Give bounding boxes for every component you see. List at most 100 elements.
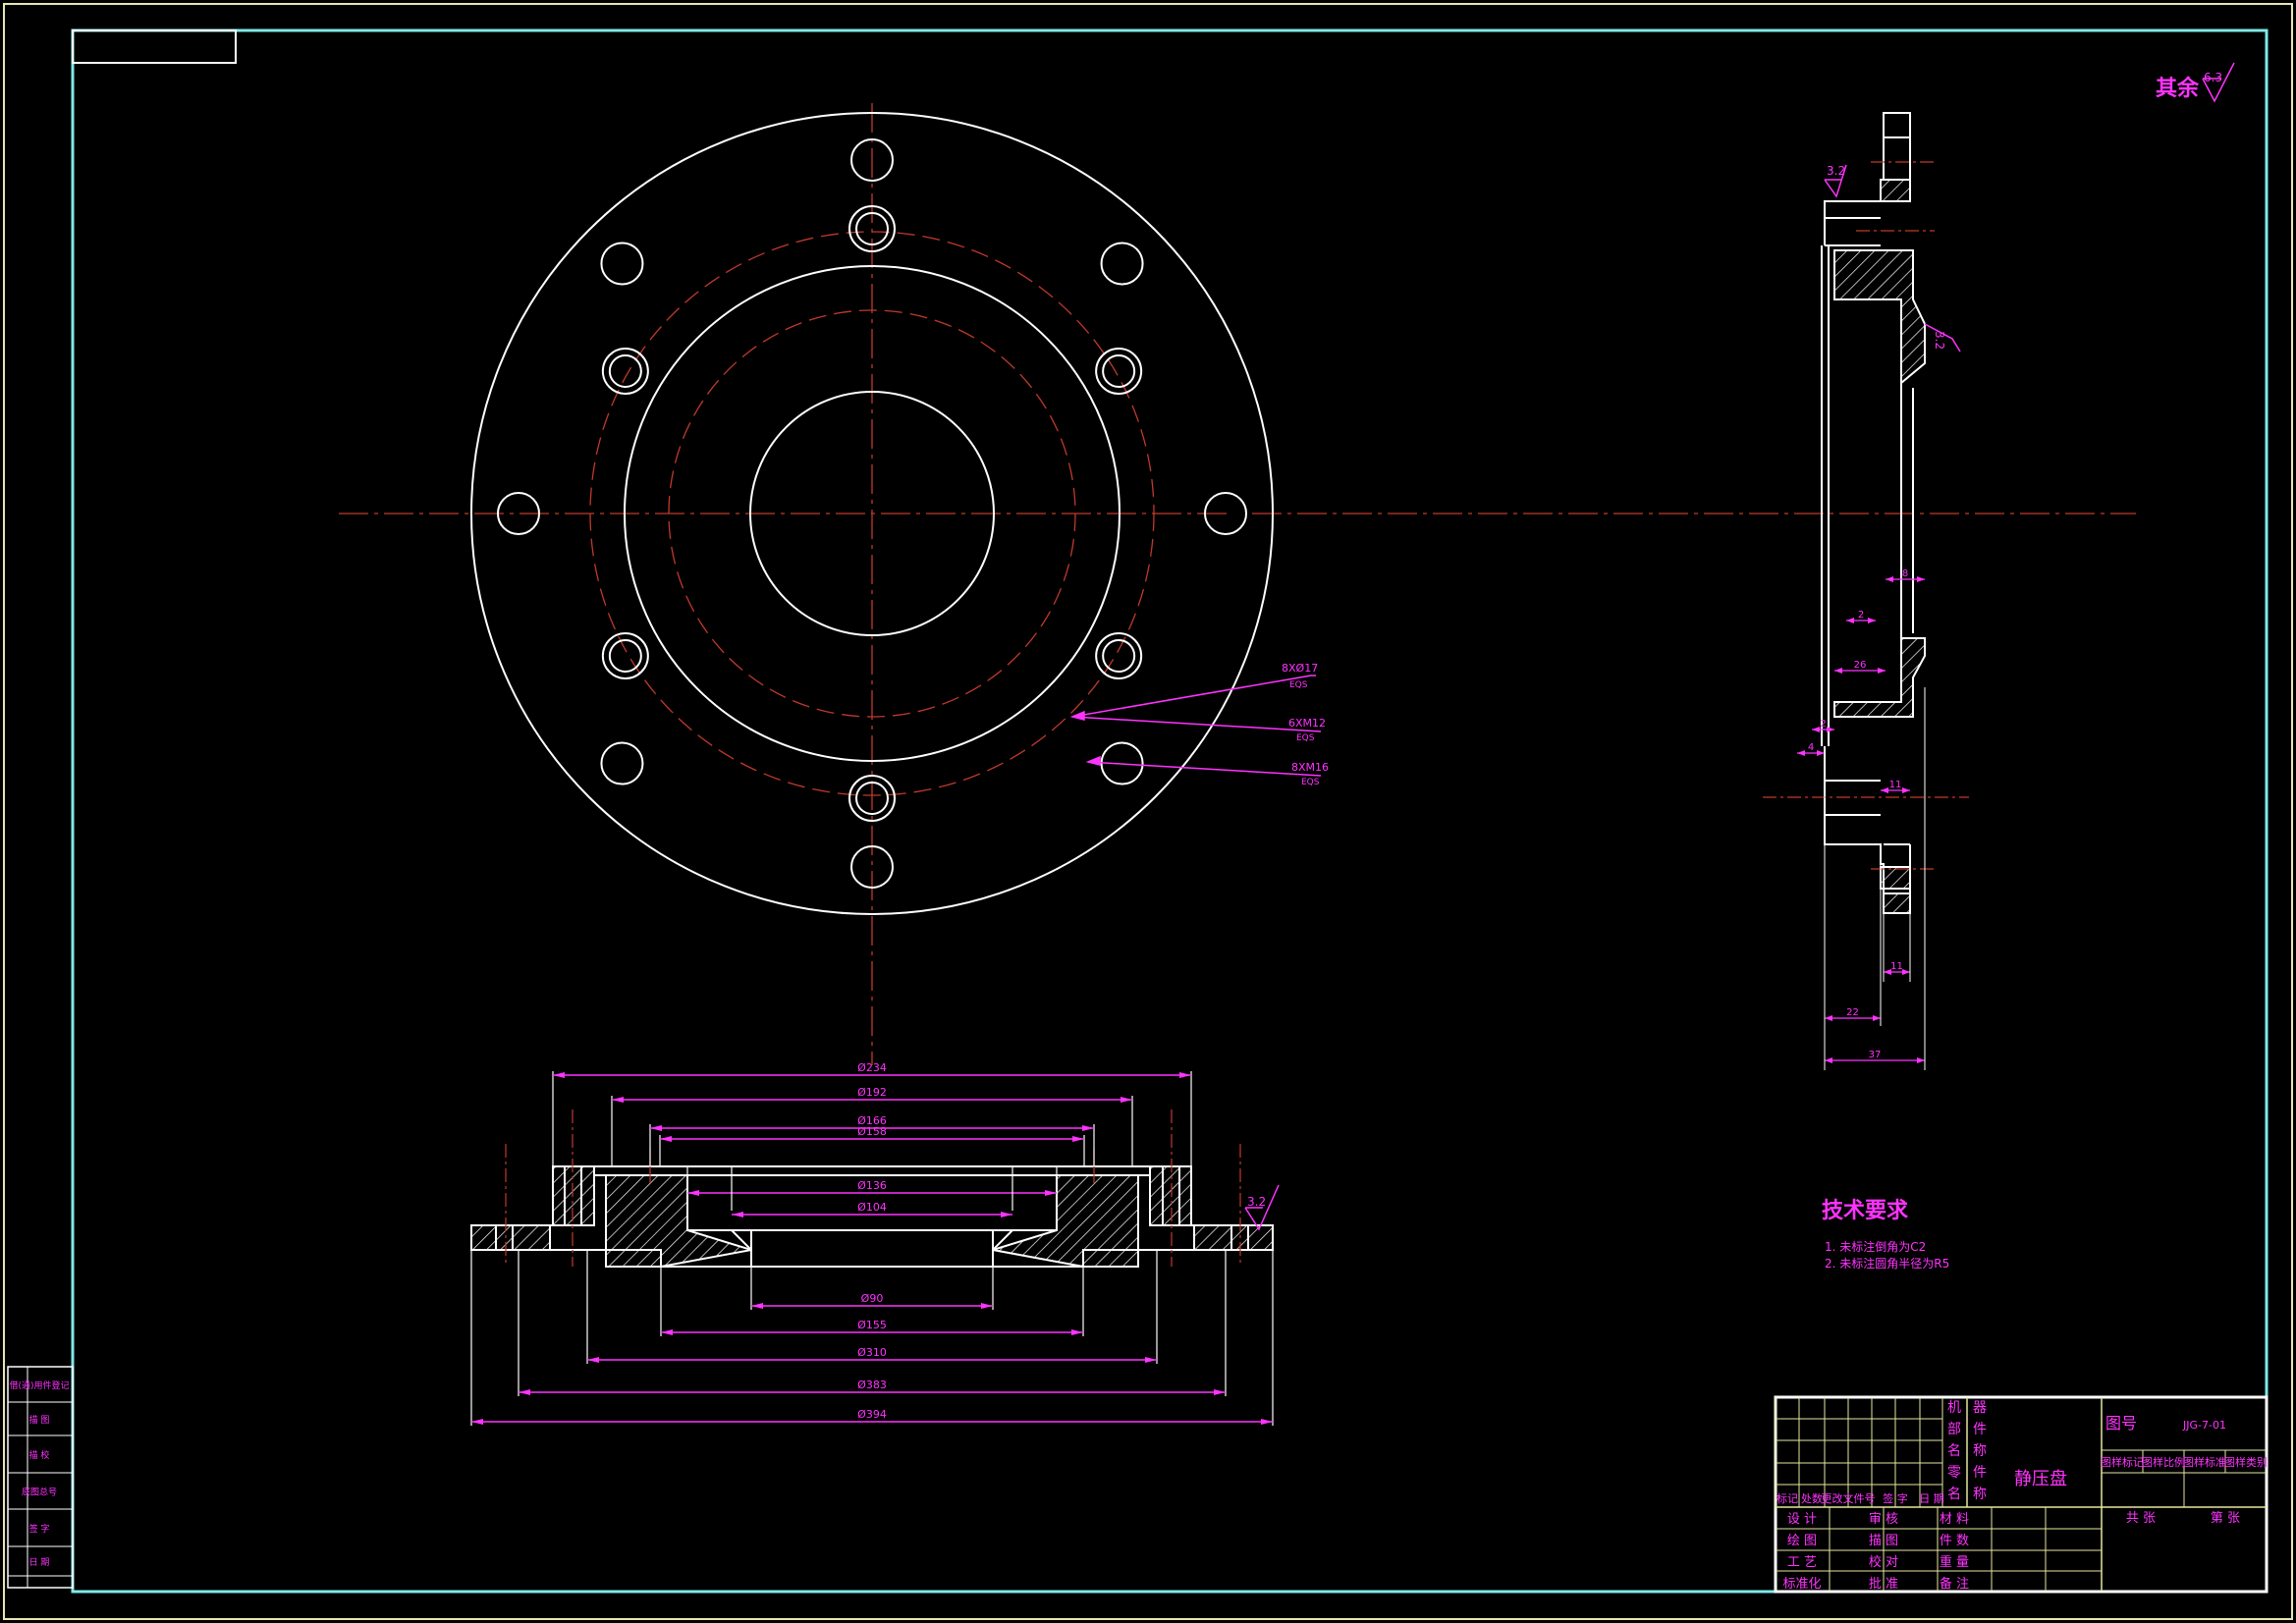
bore-circle bbox=[749, 391, 995, 636]
surface-note-label: 其余 bbox=[2156, 76, 2200, 101]
drawing-frame bbox=[71, 28, 2269, 1594]
side-dim-2a-arrow-left bbox=[1846, 618, 1854, 623]
outer-bolt-hole bbox=[600, 741, 644, 785]
section-dim-top-5-arrow-right bbox=[1045, 1190, 1057, 1196]
section-dim-top-6-arrow-left bbox=[732, 1212, 743, 1217]
section-dim-bottom-4-arrow-right bbox=[1214, 1389, 1226, 1395]
corner-box bbox=[72, 29, 237, 64]
side-dim-2b-text: 2 bbox=[1820, 719, 1826, 730]
hole-callouts bbox=[1069, 675, 1322, 777]
section-dim-bottom-4-text: Ø383 bbox=[857, 1379, 887, 1391]
side-dim-2a-arrow-right bbox=[1868, 618, 1876, 623]
threaded-hole-outer bbox=[848, 205, 896, 252]
threaded-hole-outer bbox=[1095, 348, 1143, 395]
threaded-hole-outer bbox=[601, 632, 649, 679]
header-col-1: 处数 bbox=[1801, 1492, 1823, 1505]
side-dim-8-arrow-left bbox=[1886, 576, 1893, 582]
section-dim-bottom-3-arrow-right bbox=[1145, 1357, 1157, 1363]
section-dim-top-5-arrow-left bbox=[687, 1190, 699, 1196]
section-dim-top-3-arrow-left bbox=[650, 1125, 662, 1131]
section-dim-bottom-1-arrow-left bbox=[751, 1303, 763, 1309]
row-mid-3: 批 准 bbox=[1869, 1577, 1898, 1592]
section-dim-top-2-arrow-left bbox=[612, 1097, 624, 1103]
section-dim-bottom-3-text: Ø310 bbox=[857, 1346, 887, 1359]
section-dim-top-1-arrow-right bbox=[1179, 1072, 1191, 1078]
side-dim-4-text: 4 bbox=[1808, 742, 1814, 753]
side-strip-label-3: 底图总号 bbox=[22, 1487, 57, 1498]
threaded-hole-outer bbox=[848, 775, 896, 822]
callout-3-line1: 8XM16 bbox=[1291, 761, 1329, 774]
hub-circle bbox=[624, 265, 1121, 762]
side-dim-2a-text: 2 bbox=[1858, 610, 1864, 621]
row-left-2: 工 艺 bbox=[1787, 1555, 1817, 1570]
surface-note: 其余 6.3 bbox=[2156, 62, 2235, 103]
threaded-hole-inner bbox=[608, 354, 642, 388]
outer-bolt-hole bbox=[1100, 242, 1144, 286]
header-col-2: 更改文件号 bbox=[1822, 1491, 1876, 1505]
section-dim-bottom-5-text: Ø394 bbox=[857, 1408, 887, 1421]
org-char-8: 名 bbox=[1947, 1487, 1961, 1502]
side-dim-11b-arrow-left bbox=[1884, 969, 1891, 975]
section-dimensions: Ø234Ø192Ø166Ø158Ø136Ø104Ø90Ø155Ø310Ø383Ø… bbox=[470, 1061, 1274, 1426]
side-strip-label-2: 描 校 bbox=[29, 1449, 50, 1461]
tech-req-title: 技术要求 bbox=[1822, 1199, 1908, 1223]
section-dim-top-3-arrow-right bbox=[1082, 1125, 1094, 1131]
side-dim-22-arrow-right bbox=[1873, 1015, 1881, 1021]
drawing-no: JJG-7-01 bbox=[2182, 1419, 2226, 1432]
row-left-1: 绘 图 bbox=[1787, 1534, 1817, 1548]
threaded-hole-outer bbox=[601, 348, 649, 395]
section-dim-bottom-3-arrow-left bbox=[587, 1357, 599, 1363]
side-dim-22-arrow-left bbox=[1825, 1015, 1832, 1021]
callout-3-line2: EQS bbox=[1301, 778, 1320, 787]
row-mid-1: 描 图 bbox=[1869, 1534, 1898, 1548]
part-name: 静压盘 bbox=[2014, 1469, 2067, 1489]
section-dim-bottom-2-arrow-right bbox=[1071, 1329, 1083, 1335]
org-char-3: 件 bbox=[1973, 1422, 1987, 1437]
front-view bbox=[339, 103, 2136, 1065]
org-char-6: 零 bbox=[1947, 1465, 1961, 1481]
stage-col-0: 图样标记 bbox=[2101, 1455, 2144, 1469]
org-char-0: 机 bbox=[1947, 1400, 1961, 1416]
side-dim-8-arrow-right bbox=[1917, 576, 1925, 582]
side-dim-2b-arrow-right bbox=[1827, 727, 1834, 732]
row-mid-2: 校 对 bbox=[1869, 1554, 1898, 1570]
surface-note-value: 6.3 bbox=[2204, 71, 2222, 84]
sheet-border bbox=[3, 3, 2293, 1620]
side-dim-11a-arrow-right bbox=[1902, 787, 1910, 793]
org-char-1: 器 bbox=[1973, 1400, 1987, 1416]
threaded-hole-inner bbox=[855, 782, 889, 815]
side-dim-11a-text: 11 bbox=[1889, 780, 1902, 790]
side-dim-37-arrow-right bbox=[1917, 1057, 1925, 1063]
side-dim-11b-arrow-right bbox=[1902, 969, 1910, 975]
outer-bolt-hole bbox=[600, 242, 644, 286]
stage-col-3: 图样类别 bbox=[2224, 1455, 2268, 1469]
org-char-5: 称 bbox=[1973, 1443, 1987, 1459]
row-mid-0: 审 核 bbox=[1869, 1512, 1898, 1527]
tech-req-item-2: 2. 未标注圆角半径为R5 bbox=[1825, 1256, 1949, 1271]
side-roughness-top: 3.2 bbox=[1827, 164, 1845, 178]
tech-req-item-1: 1. 未标注倒角为C2 bbox=[1825, 1239, 1926, 1254]
stage-col-2: 图样标准 bbox=[2183, 1455, 2226, 1469]
section-dim-top-1-arrow-left bbox=[553, 1072, 565, 1078]
section-dim-top-5-text: Ø136 bbox=[857, 1179, 887, 1192]
callout-2-line1: 6XM12 bbox=[1288, 717, 1326, 730]
threaded-hole-inner bbox=[855, 212, 889, 245]
side-dim-4-arrow-left bbox=[1797, 750, 1805, 756]
row-right-1: 件 数 bbox=[1940, 1534, 1969, 1548]
outer-bolt-hole bbox=[850, 845, 894, 889]
section-dim-top-4-arrow-right bbox=[1072, 1136, 1084, 1142]
side-strip-label-5: 日 期 bbox=[29, 1557, 50, 1568]
inner-hole-pattern bbox=[601, 205, 1143, 822]
drawing-no-label: 图号 bbox=[2105, 1414, 2137, 1433]
outer-hole-pattern bbox=[497, 138, 1247, 889]
callout-1-line1: 8XØ17 bbox=[1282, 662, 1318, 675]
section-dim-top-6-text: Ø104 bbox=[857, 1201, 887, 1214]
section-dim-bottom-5-arrow-right bbox=[1261, 1419, 1273, 1425]
sheets-total: 共 张 bbox=[2126, 1511, 2156, 1526]
side-strip-label-0: 借(通)用件登记 bbox=[9, 1380, 69, 1391]
section-dim-bottom-1-text: Ø90 bbox=[861, 1292, 884, 1305]
